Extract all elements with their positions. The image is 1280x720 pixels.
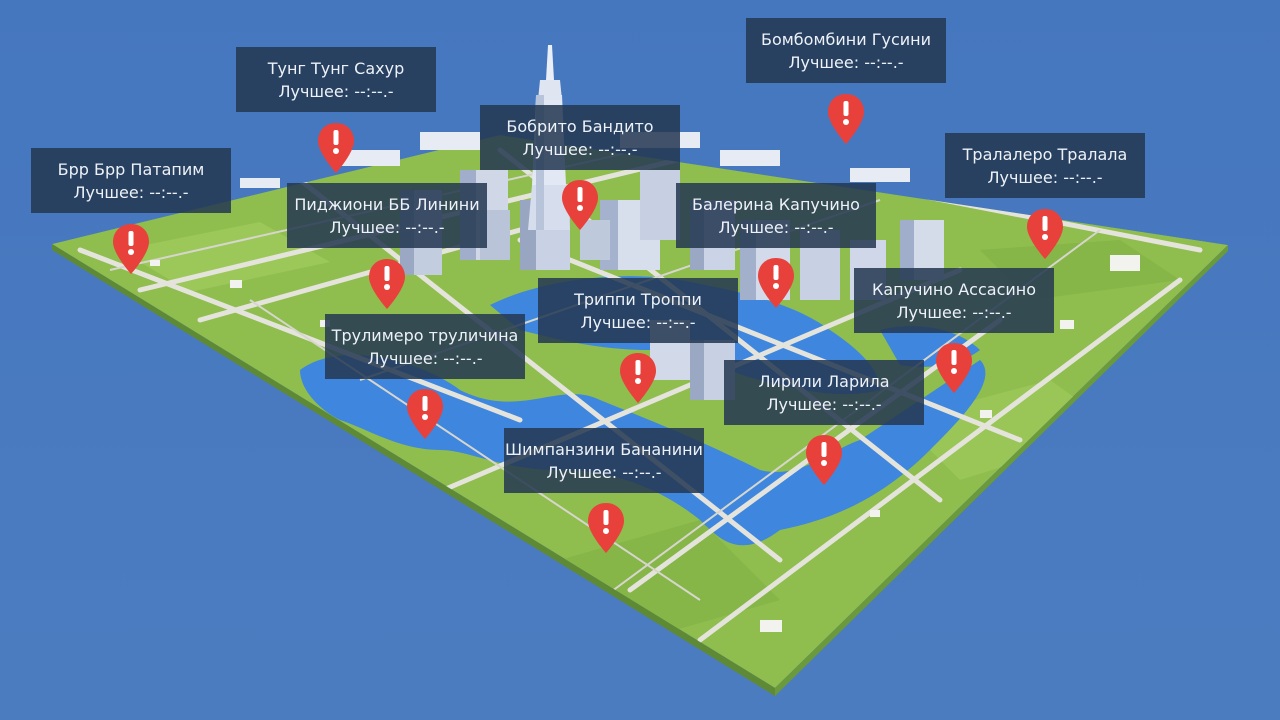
best-time: --:--.- [443,349,483,368]
alert-marker-icon[interactable] [826,92,866,146]
best-time: --:--.- [972,303,1012,322]
best-prefix: Лучшее: [896,303,968,322]
best-prefix: Лучшее: [73,183,145,202]
location-name: Капучино Ассасино [871,280,1037,299]
location-label-bobrito[interactable]: Бобрито Бандито Лучшее: --:--.- [480,105,680,170]
best-prefix: Лучшее: [788,53,860,72]
best-time: --:--.- [794,218,834,237]
best-prefix: Лучшее: [987,168,1059,187]
location-name: Тунг Тунг Сахур [267,59,405,78]
best-time: --:--.- [1063,168,1103,187]
location-label-trippi[interactable]: Триппи Троппи Лучшее: --:--.- [538,278,738,343]
location-label-tung-tung[interactable]: Тунг Тунг Сахур Лучшее: --:--.- [236,47,436,112]
alert-marker-icon[interactable] [618,351,658,405]
location-label-lirili[interactable]: Лирили Ларила Лучшее: --:--.- [724,360,924,425]
best-time: --:--.- [598,140,638,159]
location-label-trulimero[interactable]: Трулимеро труличина Лучшее: --:--.- [325,314,525,379]
best-prefix: Лучшее: [546,463,618,482]
best-prefix: Лучшее: [718,218,790,237]
location-name: Тралалеро Тралала [962,145,1128,164]
best-prefix: Лучшее: [367,349,439,368]
location-label-brr-brr[interactable]: Брр Брр Патапим Лучшее: --:--.- [31,148,231,213]
location-label-kapuchino-assasino[interactable]: Капучино Ассасино Лучшее: --:--.- [854,268,1054,333]
location-label-bombombini[interactable]: Бомбомбини Гусини Лучшее: --:--.- [746,18,946,83]
alert-marker-icon[interactable] [934,341,974,395]
best-time: --:--.- [622,463,662,482]
best-time: --:--.- [842,395,882,414]
best-prefix: Лучшее: [278,82,350,101]
best-time: --:--.- [656,313,696,332]
location-name: Триппи Троппи [574,290,702,309]
alert-marker-icon[interactable] [804,433,844,487]
best-prefix: Лучшее: [766,395,838,414]
location-label-tralalero[interactable]: Тралалеро Тралала Лучшее: --:--.- [945,133,1145,198]
location-label-balerina[interactable]: Балерина Капучино Лучшее: --:--.- [676,183,876,248]
location-name: Шимпанзини Бананини [505,440,703,459]
best-prefix: Лучшее: [329,218,401,237]
location-label-shimpanzini[interactable]: Шимпанзини Бананини Лучшее: --:--.- [504,428,704,493]
alert-marker-icon[interactable] [405,387,445,441]
location-name: Бобрито Бандито [506,117,654,136]
best-prefix: Лучшее: [580,313,652,332]
location-name: Лирили Ларила [758,372,890,391]
alert-marker-icon[interactable] [560,178,600,232]
best-time: --:--.- [864,53,904,72]
alert-marker-icon[interactable] [756,256,796,310]
best-prefix: Лучшее: [522,140,594,159]
alert-marker-icon[interactable] [1025,207,1065,261]
alert-marker-icon[interactable] [316,121,356,175]
best-time: --:--.- [405,218,445,237]
alert-marker-icon[interactable] [367,257,407,311]
location-label-pidzhioni[interactable]: Пиджиони ББ Линини Лучшее: --:--.- [287,183,487,248]
alert-marker-icon[interactable] [111,222,151,276]
alert-marker-icon[interactable] [586,501,626,555]
best-time: --:--.- [149,183,189,202]
location-name: Трулимеро труличина [331,326,519,345]
location-name: Бомбомбини Гусини [760,30,932,49]
location-name: Балерина Капучино [692,195,860,214]
location-name: Пиджиони ББ Линини [294,195,480,214]
location-name: Брр Брр Патапим [57,160,205,179]
best-time: --:--.- [354,82,394,101]
